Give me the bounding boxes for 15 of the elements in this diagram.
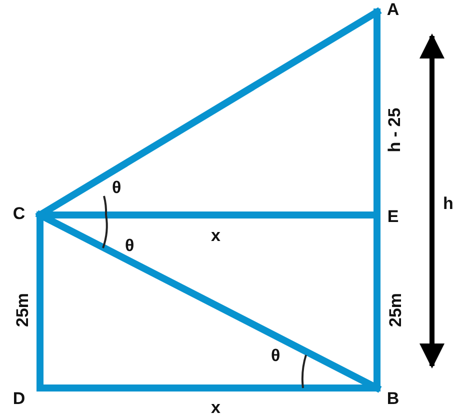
math-label: θ xyxy=(271,346,280,366)
math-label: x xyxy=(211,226,220,246)
length-label: h - 25 xyxy=(385,108,406,152)
math-label: x xyxy=(211,398,220,418)
vertex-label: A xyxy=(384,0,402,20)
triangle-side xyxy=(36,212,380,392)
length-label: 25m xyxy=(386,292,406,328)
vertex-label: D xyxy=(10,389,28,409)
math-label: h xyxy=(443,194,454,214)
vertex-label: B xyxy=(384,389,402,409)
math-label: θ xyxy=(125,236,134,256)
vertex-label: C xyxy=(10,204,28,224)
math-label: θ xyxy=(112,178,122,198)
vertex-label: E xyxy=(384,207,402,227)
length-label: 25m xyxy=(13,292,34,328)
